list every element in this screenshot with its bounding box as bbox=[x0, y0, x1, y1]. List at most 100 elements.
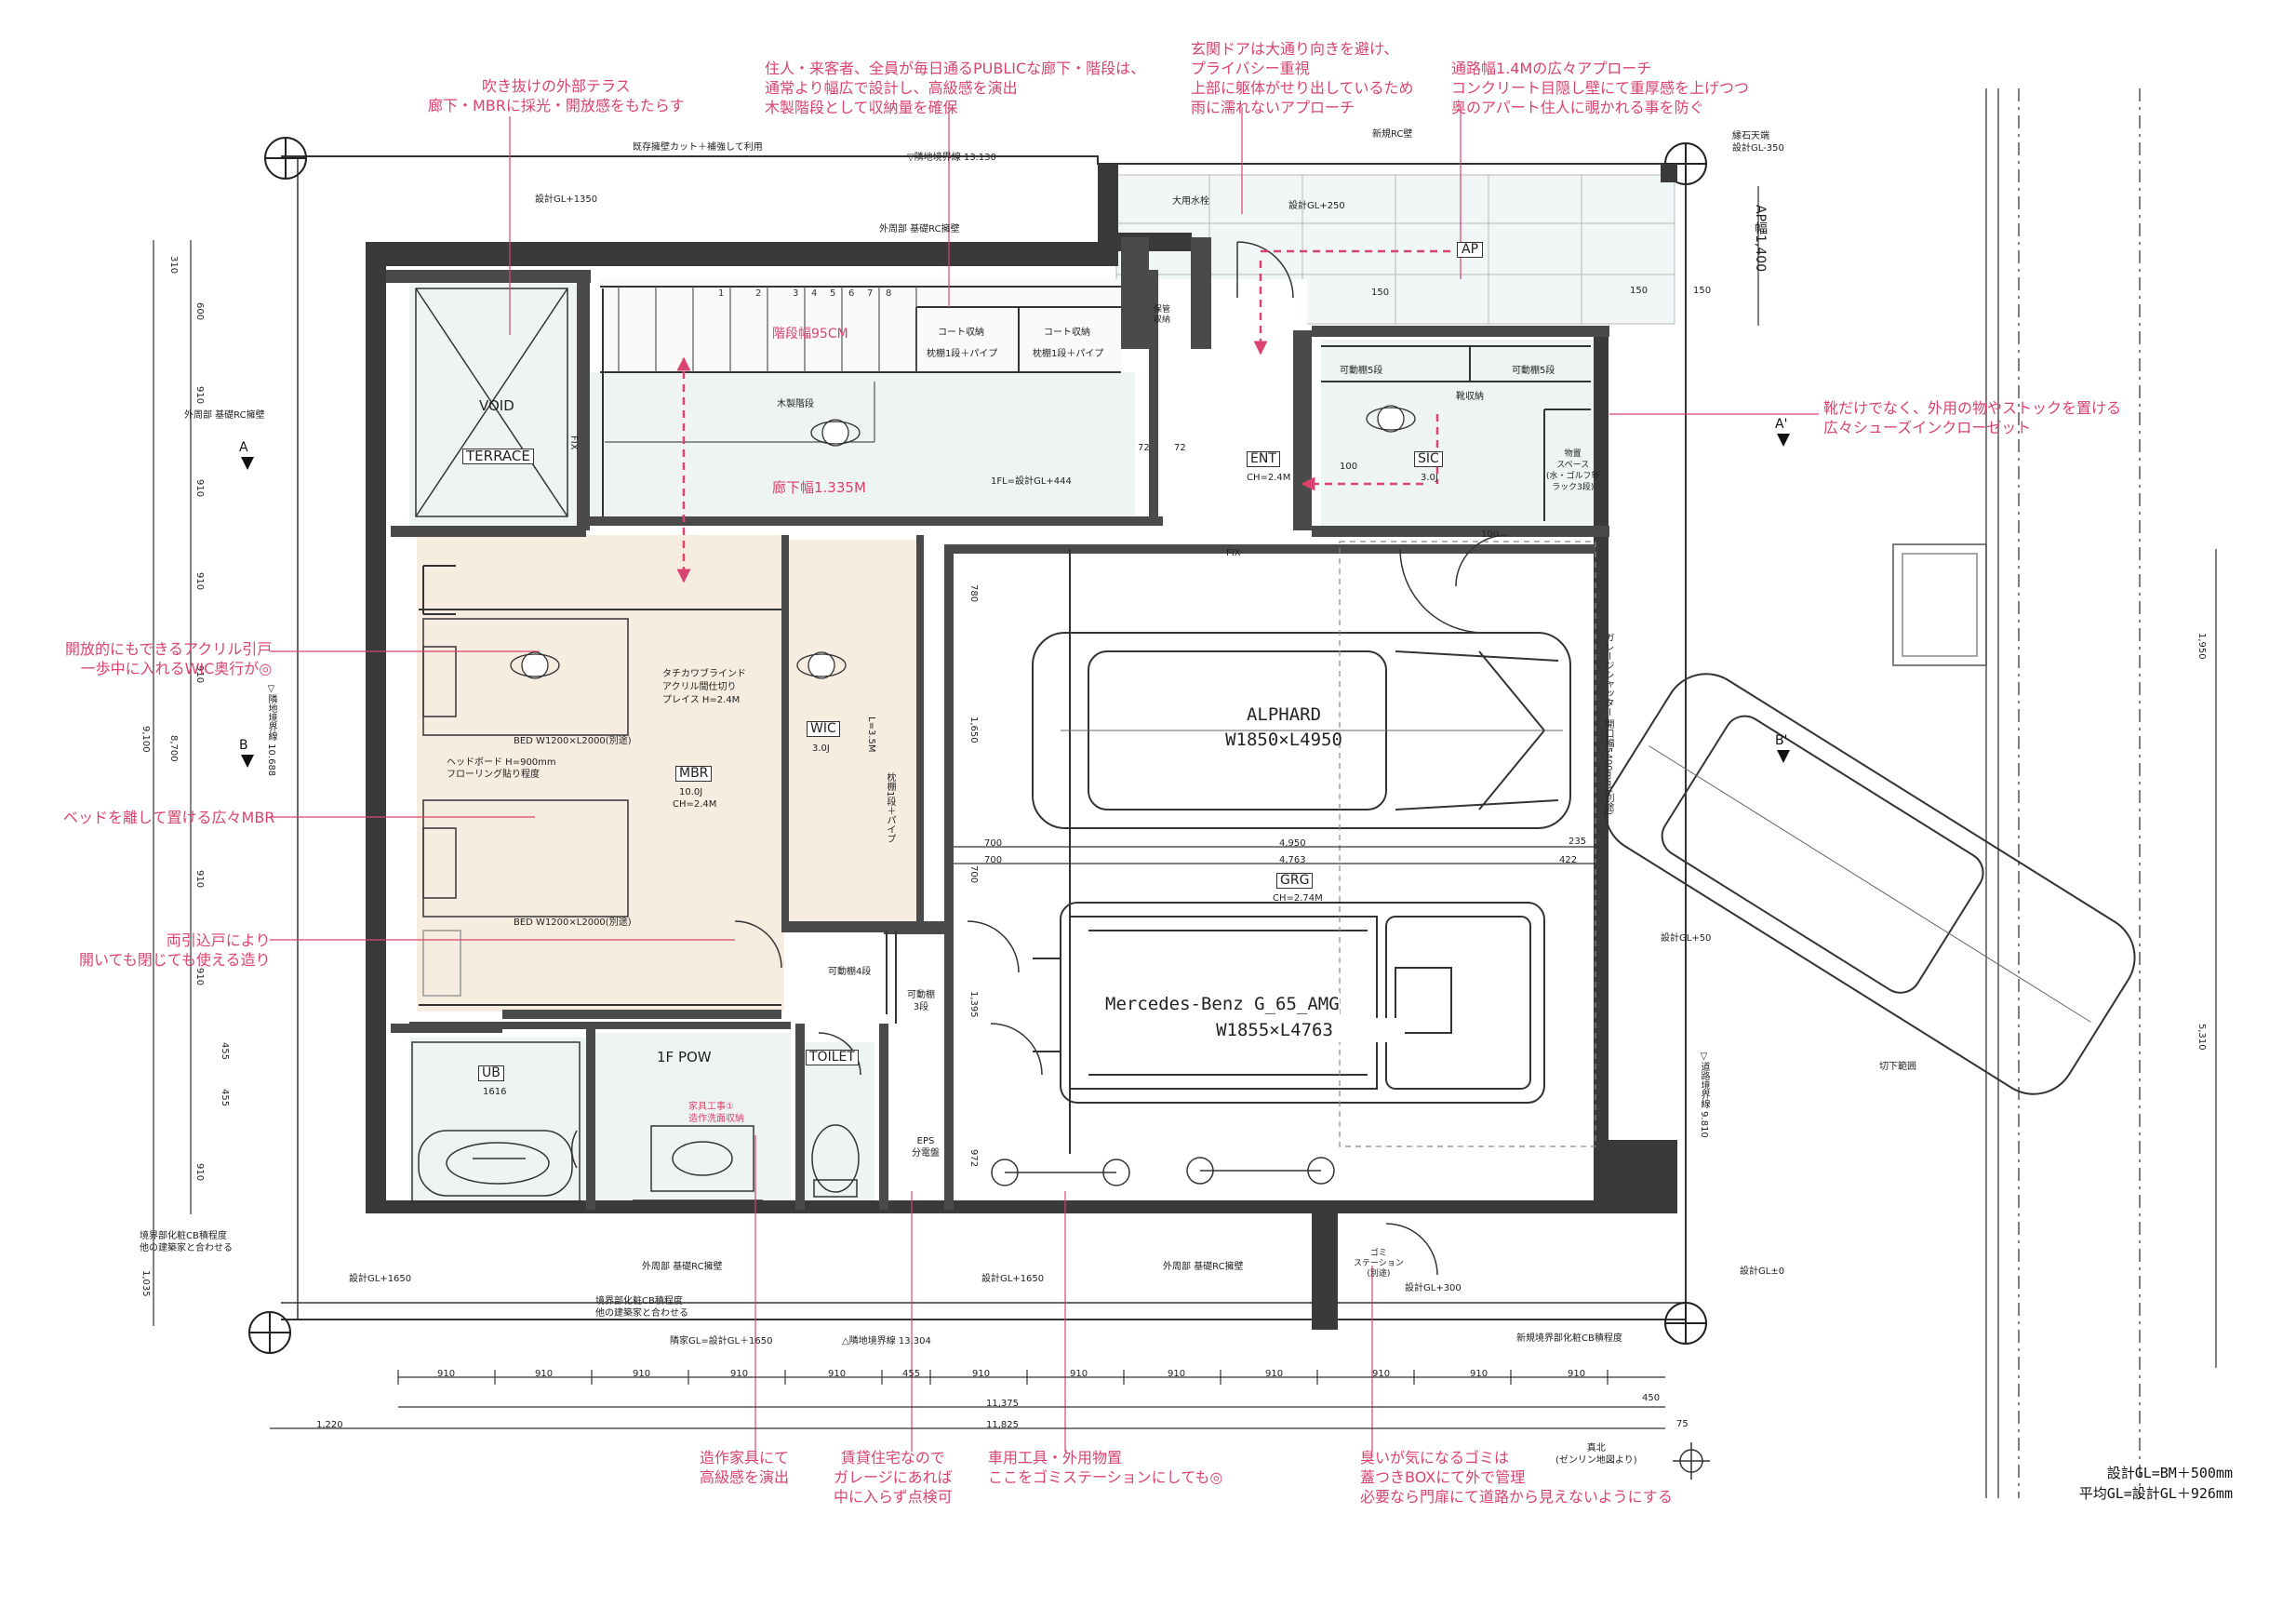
dim-bottom-2: 910 bbox=[633, 1369, 651, 1379]
shoe-storage: 靴収納 bbox=[1456, 392, 1484, 402]
existing-wall: 既存擁壁カット＋補強して利用 bbox=[633, 142, 763, 153]
doors bbox=[570, 241, 1508, 1276]
dim-11825: 11,825 bbox=[986, 1420, 1019, 1430]
boundary-bottom: △隣地境界線 13.304 bbox=[842, 1336, 931, 1346]
street-car bbox=[1604, 673, 2136, 1095]
stair-number-labels: 1 2 3 4 5 6 7 8 bbox=[718, 288, 891, 299]
dim-1220: 1,220 bbox=[316, 1420, 343, 1430]
dim-car-700a: 700 bbox=[984, 838, 1003, 849]
garage-shutter: ガレージシャッター 開口幅5400mm(別途) bbox=[1603, 633, 1613, 815]
dim-11375: 11,375 bbox=[986, 1399, 1019, 1409]
room-void: VOID bbox=[479, 397, 514, 414]
annotation-trash-box: 臭いが気になるゴミは 蓋つきBOXにて外で管理 必要なら門扉にて道路から見えない… bbox=[1360, 1449, 1673, 1506]
curb-gl: 縁石天端 設計GL-350 bbox=[1732, 131, 1784, 154]
toilet-and-sink bbox=[633, 1124, 860, 1201]
ext-wall-bottom-2: 外周部 基礎RC擁壁 bbox=[1163, 1262, 1244, 1272]
big-water-faucet: 大用水栓 bbox=[1172, 196, 1209, 207]
new-rc-wall: 新規RC壁 bbox=[1372, 129, 1413, 140]
dim-car-1650: 1,650 bbox=[968, 717, 979, 744]
section-markers: A B A' B' bbox=[239, 417, 1790, 768]
boundary-top: ▽隣地境界線 13.130 bbox=[907, 153, 996, 163]
dim-72b: 72 bbox=[1174, 443, 1186, 453]
annotation-garage-tools: 車用工具・外用物置 ここをゴミステーションにしても◎ bbox=[988, 1449, 1223, 1486]
new-boundary-cb: 新規境界部化粧CB積程度 bbox=[1516, 1333, 1622, 1344]
unit-bath bbox=[411, 1041, 581, 1203]
corridor-width-label: 廊下幅1.335M bbox=[772, 479, 866, 496]
north-note: 真北 (ゼンリン地図より) bbox=[1555, 1443, 1637, 1466]
room-sic-area: 3.0J bbox=[1421, 473, 1438, 483]
dim-left-7: 910 bbox=[194, 968, 205, 986]
svg-text:3: 3 bbox=[793, 288, 798, 299]
road-boundary-right: ▽道路境界線 9.810 bbox=[1699, 1052, 1709, 1138]
annotation-sic: 靴だけでなく、外用の物やストックを置ける 広々シューズインクローゼット bbox=[1823, 399, 2122, 436]
dim-car-780: 780 bbox=[968, 584, 979, 603]
wood-stair-label: 木製階段 bbox=[777, 399, 814, 409]
headboard: ヘッドボード H=900mm フローリング貼り程度 bbox=[447, 757, 556, 780]
coat-storage-1-sub: 枕棚1段＋パイプ bbox=[927, 349, 998, 359]
dim-bottom-5: 455 bbox=[902, 1369, 921, 1379]
site-boundary bbox=[281, 155, 1687, 1320]
dim-car-4763: 4,763 bbox=[1279, 855, 1306, 865]
dim-left-4: 910 bbox=[194, 572, 205, 591]
trash-station: ゴミ ステーション (別途) bbox=[1354, 1249, 1404, 1279]
design-gl-50: 設計GL+50 bbox=[1661, 933, 1712, 944]
dim-left-9100: 9,100 bbox=[140, 726, 151, 753]
fix-window-2: FIX bbox=[1226, 548, 1241, 558]
room-ub-size: 1616 bbox=[483, 1087, 507, 1097]
dim-bottom-4: 910 bbox=[828, 1369, 847, 1379]
movable-shelf-5a: 可動棚5段 bbox=[1340, 366, 1383, 376]
north-arrow-icon bbox=[1673, 1442, 1710, 1480]
dim-bottom-1: 910 bbox=[535, 1369, 554, 1379]
room-grg: GRG bbox=[1276, 873, 1314, 889]
floor-fills bbox=[409, 279, 1600, 1210]
room-grg-ch: CH=2.74M bbox=[1273, 893, 1323, 904]
dim-left-2: 910 bbox=[194, 386, 205, 405]
dim-wic-length: L=3.5M bbox=[866, 717, 876, 753]
svg-text:8: 8 bbox=[886, 288, 891, 299]
svg-text:5: 5 bbox=[830, 288, 835, 299]
movable-shelf-4: 可動棚4段 bbox=[828, 967, 872, 977]
hold-storage: 保管 収納 bbox=[1154, 305, 1171, 325]
circulation-arrows bbox=[676, 249, 1451, 583]
dim-car-4950: 4,950 bbox=[1279, 838, 1306, 849]
dim-150a: 150 bbox=[1371, 288, 1390, 298]
dim-left-10: 910 bbox=[194, 1163, 205, 1182]
adj-boundary-left: ▽隣地境界線 10.688 bbox=[266, 684, 276, 777]
stair-width-label: 階段幅95CM bbox=[772, 327, 848, 342]
dim-72a: 72 bbox=[1138, 443, 1150, 453]
dim-right-5310: 5,310 bbox=[2196, 1024, 2207, 1051]
annotation-entrance: 玄関ドアは大通り向きを避け、 プライバシー重視 上部に躯体がせり出しているため … bbox=[1191, 40, 1414, 116]
dim-bottom-8: 910 bbox=[1168, 1369, 1186, 1379]
cut-range: 切下範囲 bbox=[1879, 1062, 1916, 1072]
dim-150b: 150 bbox=[1630, 286, 1649, 296]
svg-text:B': B' bbox=[1775, 733, 1787, 748]
beds bbox=[422, 618, 629, 997]
dim-bottom-6: 910 bbox=[972, 1369, 991, 1379]
svg-text:4: 4 bbox=[811, 288, 817, 299]
svg-text:1: 1 bbox=[718, 288, 724, 299]
design-gl-300: 設計GL+300 bbox=[1405, 1283, 1462, 1293]
dim-left-0: 310 bbox=[168, 256, 179, 275]
svg-text:2: 2 bbox=[755, 288, 761, 299]
dim-75: 75 bbox=[1676, 1419, 1689, 1429]
room-pow: 1F POW bbox=[657, 1049, 712, 1065]
people-figures bbox=[510, 405, 1416, 679]
bed-2: BED W1200×L2000(別途) bbox=[514, 918, 632, 928]
adjacent-gl: 隣家GL=設計GL＋1650 bbox=[670, 1336, 773, 1346]
dim-left-1: 600 bbox=[194, 302, 205, 321]
ext-wall-top: 外周部 基礎RC擁壁 bbox=[879, 224, 960, 234]
bicycles bbox=[991, 1157, 1335, 1186]
dimension-ticks bbox=[397, 1370, 1609, 1385]
road bbox=[1892, 88, 2141, 1498]
approach-width: AP幅1,400 bbox=[1753, 205, 1768, 273]
annotation-approach: 通路幅1.4Mの広々アプローチ コンクリート目隠し壁にて重厚感を上げつつ 奥のア… bbox=[1451, 60, 1750, 116]
dim-150c: 150 bbox=[1693, 286, 1712, 296]
room-mbr: MBR bbox=[675, 766, 713, 782]
design-gl-1650b: 設計GL+1650 bbox=[981, 1274, 1045, 1284]
coat-storage-1: コート収納 bbox=[938, 328, 984, 338]
dim-car-1395: 1,395 bbox=[968, 991, 979, 1018]
dim-car-700c: 700 bbox=[968, 865, 979, 884]
room-ap: AP bbox=[1457, 242, 1484, 258]
ext-wall-left: 外周部 基礎RC擁壁 bbox=[184, 410, 265, 421]
room-toilet: TOILET bbox=[806, 1050, 859, 1065]
